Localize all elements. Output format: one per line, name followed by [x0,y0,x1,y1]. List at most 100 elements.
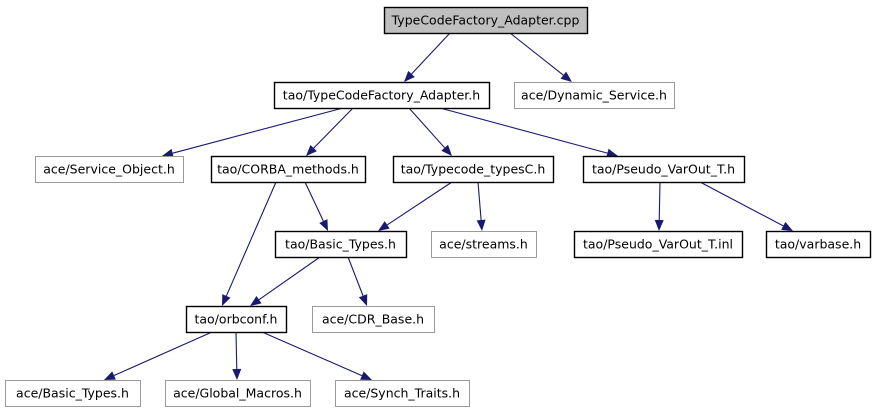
edge-tao-corba-methods-h-to-tao-orbconf-h [222,181,277,306]
node-label: ace/Dynamic_Service.h [521,88,667,103]
arrowhead-icon [654,219,664,231]
arrowhead-icon [232,368,242,380]
node-label: ace/CDR_Base.h [322,312,424,327]
node-box[interactable] [573,230,744,259]
node-label: ace/streams.h [439,237,528,252]
edge-tao-corba-methods-h-to-tao-basic-types-h [304,181,328,231]
node-label: tao/Basic_Types.h [285,237,396,252]
node-typecodefactory-adapter-cpp[interactable]: TypeCodeFactory_Adapter.cpp [383,6,589,35]
arrowhead-icon [306,144,317,156]
edge-tao-typecode-typesc-h-to-ace-streams-h [476,181,486,231]
edge-tao-pseudo-varout-t-h-to-tao-varbase-h [699,181,793,231]
edge-typecodefactory-adapter-cpp-to-tao-typecodefactory-adapter-h [404,32,451,82]
edge-tao-orbconf-h-to-ace-global-macros-h [232,331,242,380]
edge-line [113,331,213,377]
node-box[interactable] [185,305,288,334]
edge-line [313,107,354,149]
node-label: tao/CORBA_methods.h [217,162,359,177]
node-box[interactable] [35,156,184,183]
node-tao-typecode-typesc-h[interactable]: tao/Typecode_typesC.h [392,155,555,184]
node-tao-corba-methods-h[interactable]: tao/CORBA_methods.h [210,155,367,184]
node-tao-typecodefactory-adapter-h[interactable]: tao/TypeCodeFactory_Adapter.h [273,81,491,110]
edge-tao-pseudo-varout-t-h-to-tao-pseudo-varout-t-inl [654,181,664,231]
edge-line [258,256,321,301]
arrowhead-icon [404,70,415,82]
arrowhead-icon [781,221,793,231]
edge-tao-orbconf-h-to-ace-synch-traits-h [261,331,372,380]
node-ace-basic-types-h[interactable]: ace/Basic_Types.h [5,380,141,407]
node-box[interactable] [274,230,408,259]
node-box[interactable] [210,155,367,184]
node-box[interactable] [514,82,675,109]
edge-line [261,331,363,377]
node-ace-global-macros-h[interactable]: ace/Global_Macros.h [165,380,311,407]
edge-line [408,107,446,149]
node-label: tao/TypeCodeFactory_Adapter.h [283,88,480,103]
arrowhead-icon [441,144,452,156]
node-box[interactable] [765,230,872,259]
arrowhead-icon [162,148,174,158]
node-tao-orbconf-h[interactable]: tao/orbconf.h [185,305,288,334]
node-label: tao/Pseudo_VarOut_T.h [592,162,735,177]
edge-line [699,181,784,227]
edge-line [172,107,344,154]
node-label: TypeCodeFactory_Adapter.cpp [391,13,580,28]
node-label: tao/orbconf.h [195,312,278,327]
arrowhead-icon [360,371,372,380]
node-label: tao/varbase.h [775,237,861,252]
edge-line [439,107,608,154]
edge-line [386,181,453,226]
node-ace-synch-traits-h[interactable]: ace/Synch_Traits.h [335,380,470,407]
edge-tao-basic-types-h-to-tao-orbconf-h [250,256,321,306]
node-box[interactable] [392,155,555,184]
arrowhead-icon [378,221,390,231]
edge-line [509,32,564,76]
edge-line [235,331,238,370]
edge-line [304,181,324,222]
node-label: tao/Pseudo_VarOut_T.inl [583,237,733,252]
edge-line [347,256,364,296]
node-layer: TypeCodeFactory_Adapter.cpp tao/TypeCodeF… [5,6,872,407]
node-tao-pseudo-varout-t-h[interactable]: tao/Pseudo_VarOut_T.h [582,155,746,184]
node-box[interactable] [5,380,141,407]
node-box[interactable] [431,231,537,258]
edge-tao-typecodefactory-adapter-h-to-tao-typecode-typesc-h [408,107,452,156]
edge-line [411,32,451,75]
node-ace-service-object-h[interactable]: ace/Service_Object.h [35,156,184,183]
node-ace-cdr-base-h[interactable]: ace/CDR_Base.h [312,306,435,333]
node-ace-dynamic-service-h[interactable]: ace/Dynamic_Service.h [514,82,675,109]
edge-tao-orbconf-h-to-ace-basic-types-h [104,331,213,380]
arrowhead-icon [104,371,116,380]
node-box[interactable] [312,306,435,333]
node-label: ace/Basic_Types.h [16,386,129,401]
node-box[interactable] [335,380,470,407]
node-box[interactable] [273,81,491,110]
edge-line [477,181,482,221]
arrowhead-icon [222,294,231,306]
edge-line [658,181,661,221]
edge-tao-typecode-typesc-h-to-tao-basic-types-h [378,181,453,231]
edge-layer [104,32,793,380]
node-tao-pseudo-varout-t-inl[interactable]: tao/Pseudo_VarOut_T.inl [573,230,744,259]
node-tao-varbase-h[interactable]: tao/varbase.h [765,230,872,259]
node-tao-basic-types-h[interactable]: tao/Basic_Types.h [274,230,408,259]
node-box[interactable] [582,155,746,184]
node-ace-streams-h[interactable]: ace/streams.h [431,231,537,258]
node-label: ace/Global_Macros.h [173,386,302,401]
edge-line [225,181,277,297]
edge-tao-typecodefactory-adapter-h-to-tao-corba-methods-h [306,107,354,156]
arrowhead-icon [319,219,328,231]
node-label: ace/Service_Object.h [43,162,175,177]
node-label: ace/Synch_Traits.h [344,386,460,401]
node-box[interactable] [383,6,589,35]
edge-typecodefactory-adapter-cpp-to-ace-dynamic-service-h [509,32,572,82]
edge-tao-typecodefactory-adapter-h-to-tao-pseudo-varout-t-h [439,107,618,158]
arrowhead-icon [358,294,368,306]
node-label: tao/Typecode_typesC.h [401,162,546,177]
node-box[interactable] [165,380,311,407]
arrowhead-icon [476,219,486,231]
edge-tao-typecodefactory-adapter-h-to-ace-service-object-h [162,107,344,158]
arrowhead-icon [250,296,262,306]
